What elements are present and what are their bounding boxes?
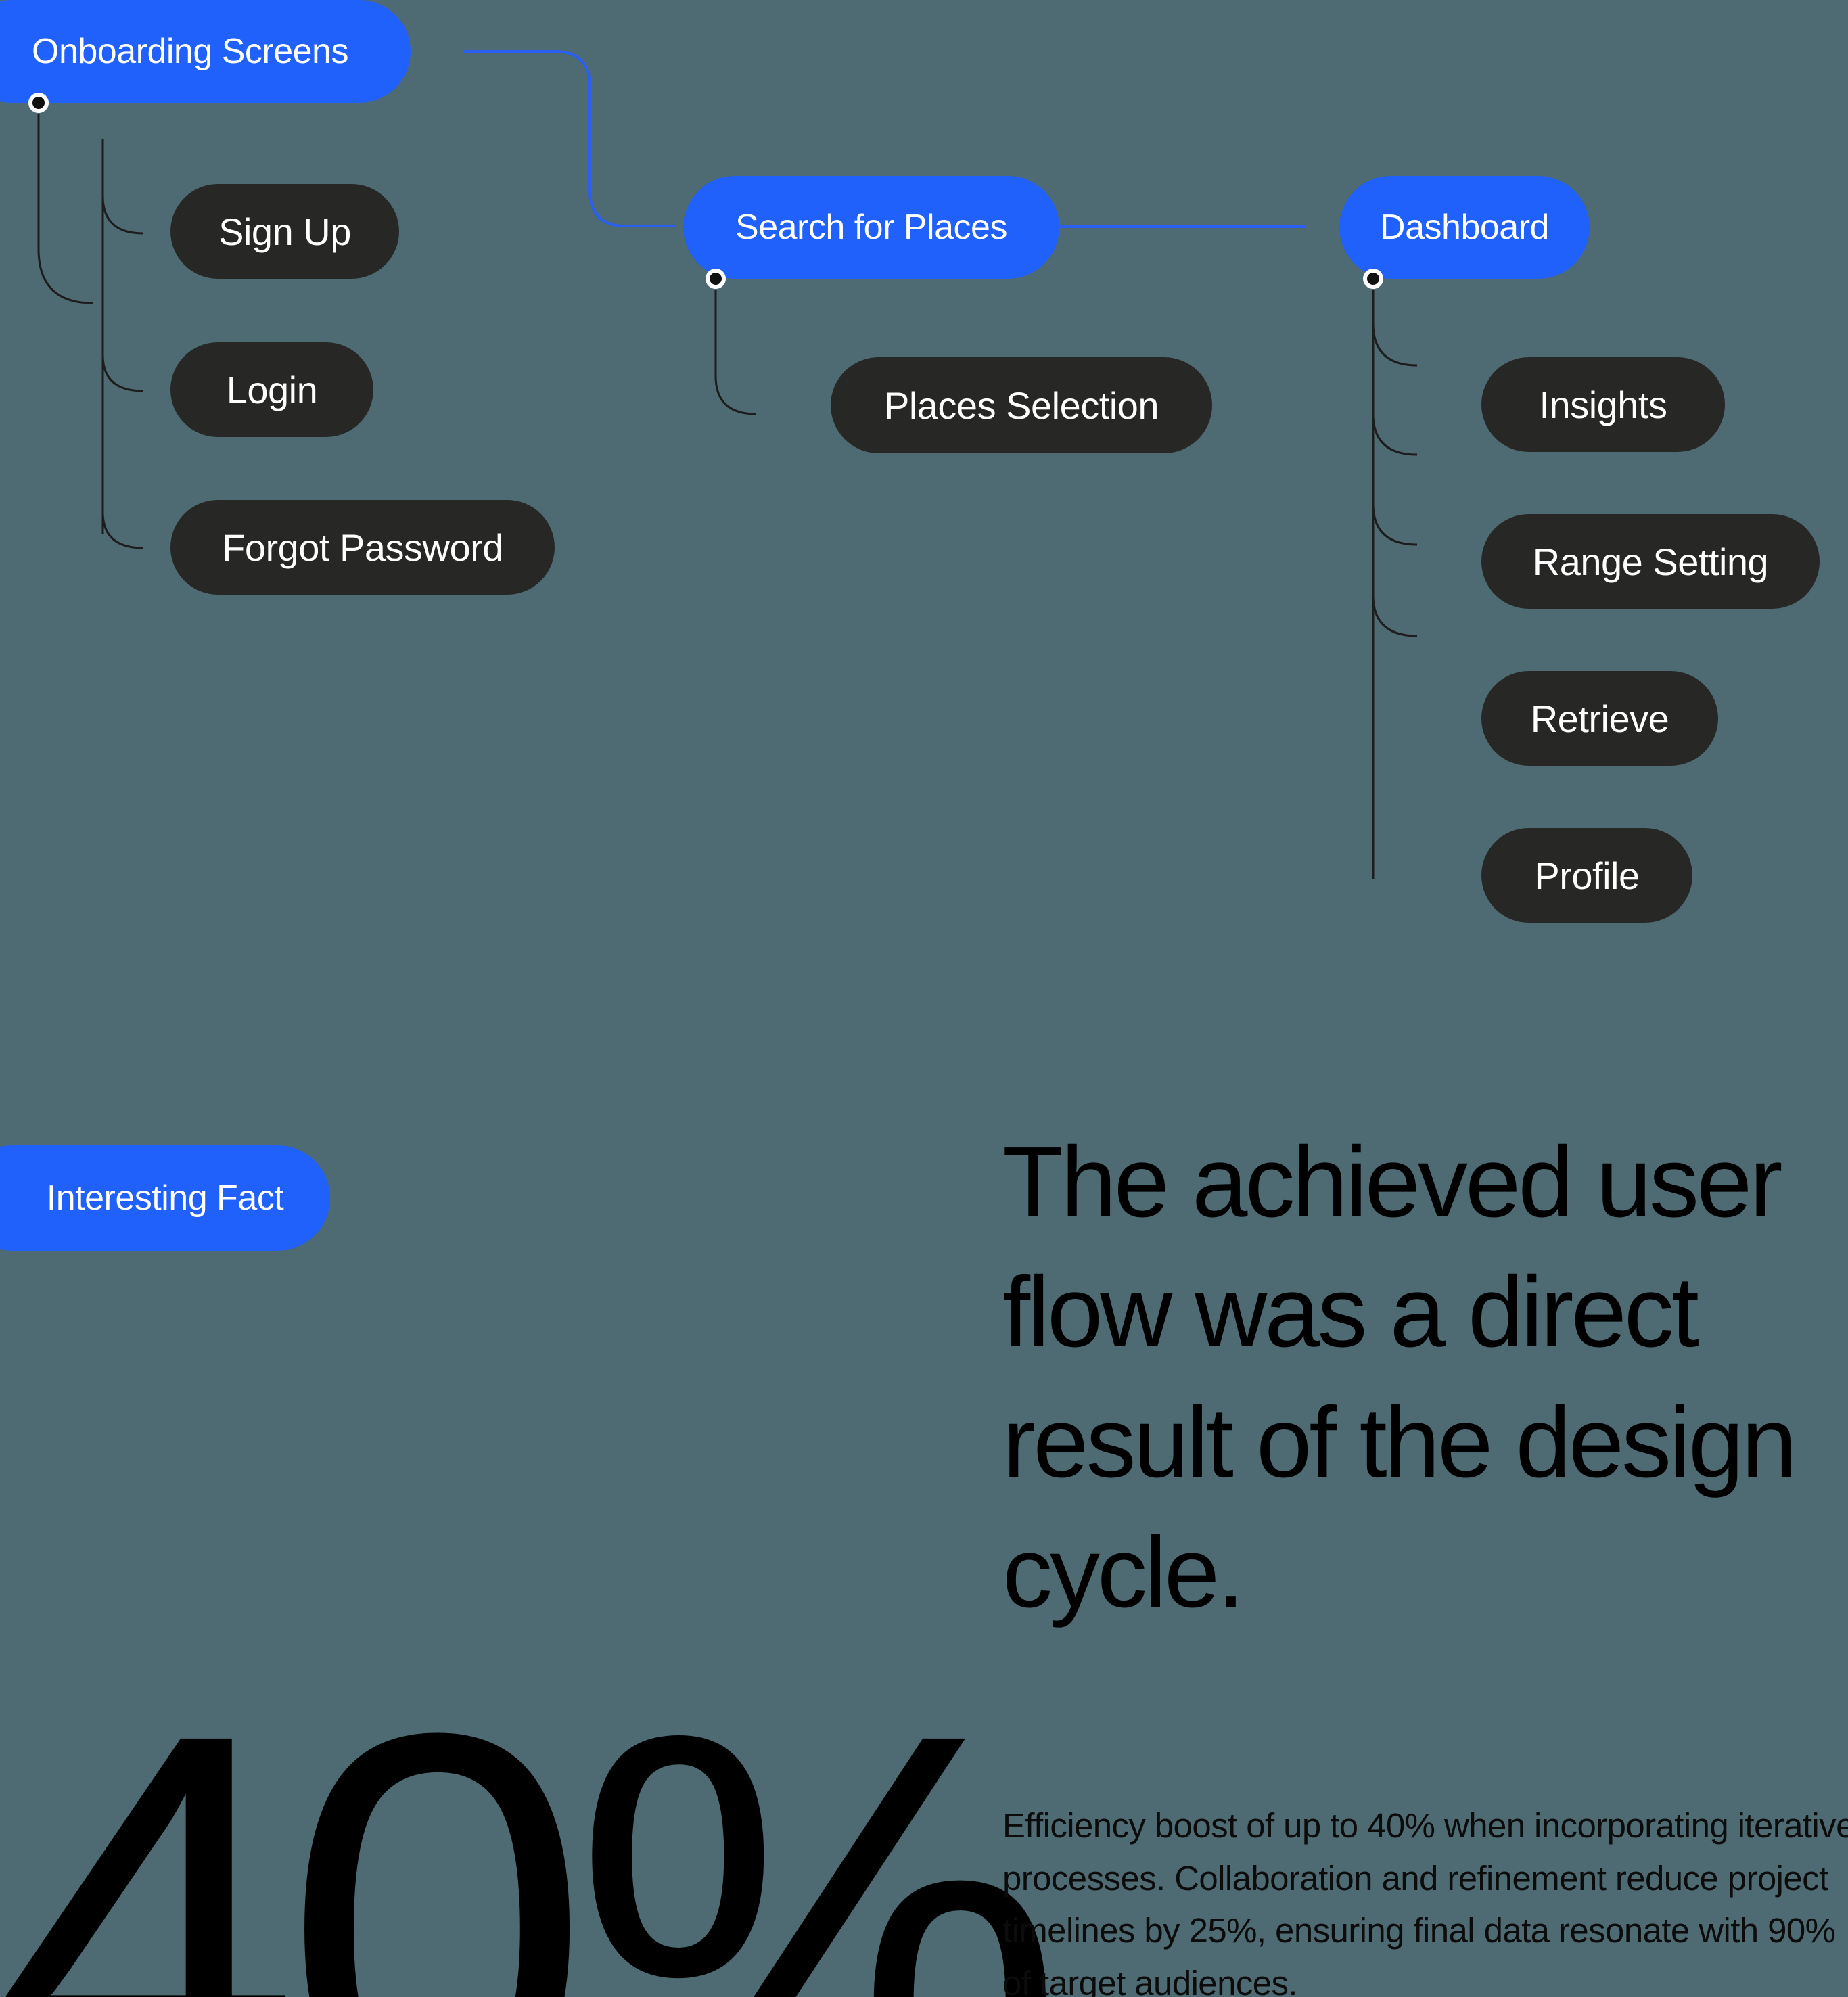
wire-branch-range	[1372, 413, 1418, 456]
interesting-fact-badge[interactable]: Interesting Fact	[0, 1145, 330, 1251]
node-search-for-places[interactable]: Search for Places	[683, 176, 1059, 279]
fact-body-text: Efficiency boost of up to 40% when incor…	[1002, 1806, 1848, 1997]
connector-dot-dashboard	[1363, 269, 1383, 289]
wire-branch-retrieve	[1372, 503, 1418, 546]
wire-onboarding-to-search	[463, 50, 676, 227]
wire-branch-insights	[1372, 323, 1418, 367]
wire-onboarding-drop	[37, 114, 93, 304]
node-label: Places Selection	[883, 384, 1159, 427]
stat-value: 40%	[0, 1618, 1065, 1997]
wire-branch-login	[101, 354, 144, 392]
node-retrieve[interactable]: Retrieve	[1481, 671, 1718, 766]
connector-dot-search-for-places	[706, 269, 726, 289]
node-places-selection[interactable]: Places Selection	[831, 357, 1212, 453]
node-dashboard[interactable]: Dashboard	[1339, 176, 1590, 279]
fact-headline: The achieved user flow was a direct resu…	[1002, 1126, 1797, 1629]
wire-branch-signup	[101, 196, 144, 235]
wire-search-drop	[714, 290, 757, 415]
node-label: Forgot Password	[222, 526, 503, 569]
node-label: Login	[226, 368, 318, 411]
node-label: Search for Places	[735, 208, 1007, 247]
node-label: Insights	[1539, 383, 1668, 426]
node-sign-up[interactable]: Sign Up	[170, 184, 399, 279]
node-insights[interactable]: Insights	[1481, 357, 1725, 452]
connector-dot-onboarding	[28, 93, 49, 113]
node-login[interactable]: Login	[170, 342, 373, 437]
wire-branch-forgot	[101, 511, 144, 549]
node-label: Profile	[1534, 854, 1640, 897]
node-label: Dashboard	[1380, 208, 1549, 247]
interesting-fact-label: Interesting Fact	[46, 1178, 284, 1218]
node-range-setting[interactable]: Range Setting	[1481, 514, 1820, 609]
node-label: Onboarding Screens	[32, 32, 348, 71]
node-label: Range Setting	[1532, 540, 1769, 583]
node-profile[interactable]: Profile	[1481, 828, 1692, 923]
node-forgot-password[interactable]: Forgot Password	[170, 500, 555, 595]
node-label: Sign Up	[218, 210, 351, 253]
node-label: Retrieve	[1530, 697, 1669, 740]
wire-branch-profile	[1372, 595, 1418, 637]
node-onboarding-screens[interactable]: Onboarding Screens	[0, 0, 411, 103]
